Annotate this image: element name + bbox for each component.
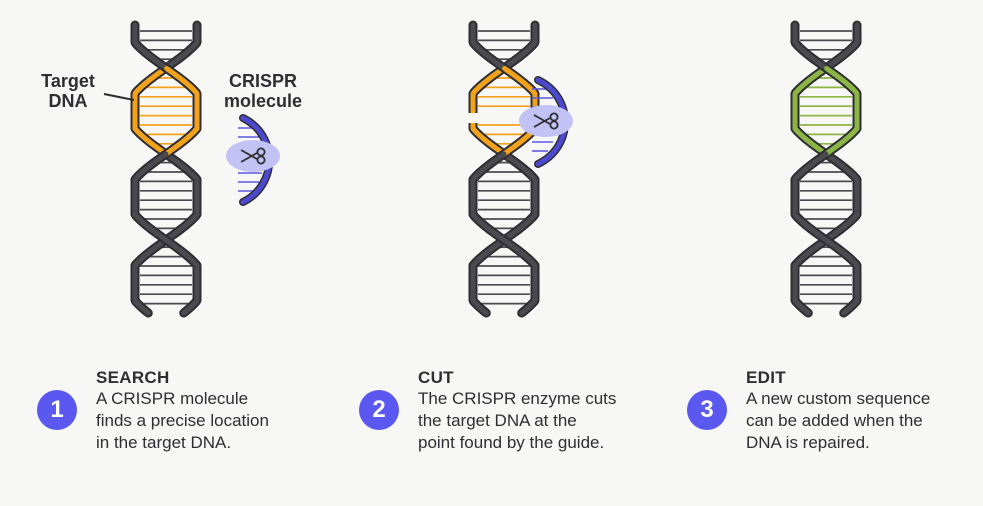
step-number-badge: 3	[687, 390, 727, 430]
step-description-line: A CRISPR molecule	[96, 389, 249, 408]
step-description-line: The CRISPR enzyme cuts	[418, 389, 617, 408]
step-title: CUT	[418, 368, 454, 387]
step-description-line: finds a precise location	[96, 411, 269, 430]
scissors-icon	[240, 147, 266, 165]
step-description-line: the target DNA at the	[418, 411, 577, 430]
step-title: EDIT	[746, 368, 786, 387]
step-number-badge: 2	[359, 390, 399, 430]
step-description-line: DNA is repaired.	[746, 433, 870, 452]
step-number-badge: 1	[37, 390, 77, 430]
step-title: SEARCH	[96, 368, 170, 387]
target-dna-label-line1: Target	[41, 71, 95, 91]
step-description-line: can be added when the	[746, 411, 923, 430]
target-dna-pointer	[103, 93, 135, 101]
dna-helix-edit	[790, 20, 862, 318]
step-description-line: point found by the guide.	[418, 433, 605, 452]
dna-helix-cut	[464, 20, 544, 318]
step-description-line: in the target DNA.	[96, 433, 232, 452]
dna-cut-gap	[464, 113, 544, 123]
target-dna-label-line2: DNA	[49, 91, 88, 111]
dna-helix-search	[130, 20, 202, 318]
step-description-line: A new custom sequence	[746, 389, 931, 408]
scissors-icon	[533, 112, 559, 130]
crispr-label-line2: molecule	[224, 91, 302, 111]
crispr-molecule	[226, 114, 280, 206]
crispr-diagram: Target DNA CRISPR molecule	[41, 20, 862, 318]
crispr-label-line1: CRISPR	[229, 71, 297, 91]
crispr-molecule-attached	[519, 76, 573, 168]
